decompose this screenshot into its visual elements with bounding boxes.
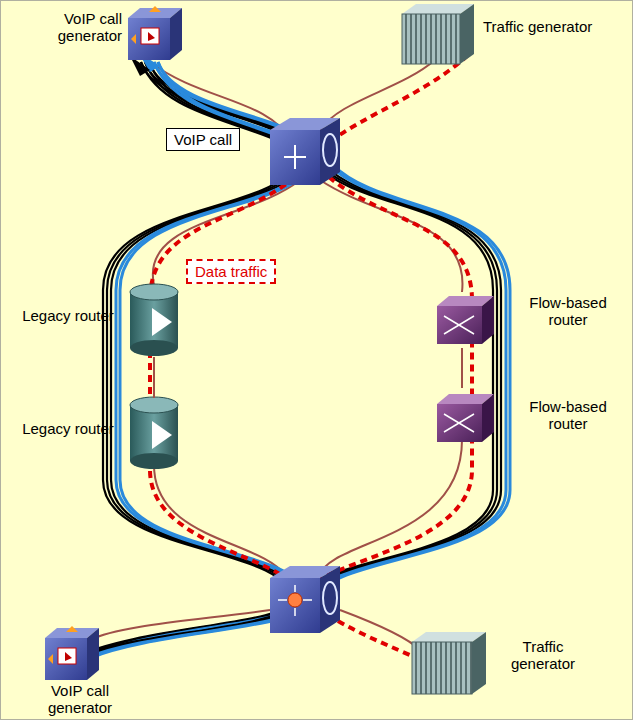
callout-label: Data traffic [186,259,276,284]
device-node: Flow-based router [430,388,620,446]
device-label: Flow-based router [518,398,618,432]
device-label: Flow-based router [518,294,618,328]
device-node: Traffic generator [395,4,620,68]
device-label: Traffic generator [493,638,593,672]
device-node: Legacy router [18,285,183,357]
cable-connector [461,348,463,388]
device-label: VoIP call generator [20,682,140,716]
device-node: VoIP call generator [20,622,142,718]
device-node: Traffic generator [405,628,595,704]
device-label: Traffic generator [483,18,613,35]
cable-connector [153,357,155,398]
device-node: Flow-based router [430,290,620,348]
device-node: Legacy router [18,398,183,470]
device-label: Legacy router [18,420,118,437]
callout-label: VoIP call [166,128,240,151]
device-label: Legacy router [18,307,118,324]
device-label: VoIP call generator [30,10,122,44]
device-node: VoIP call generator [30,4,185,64]
